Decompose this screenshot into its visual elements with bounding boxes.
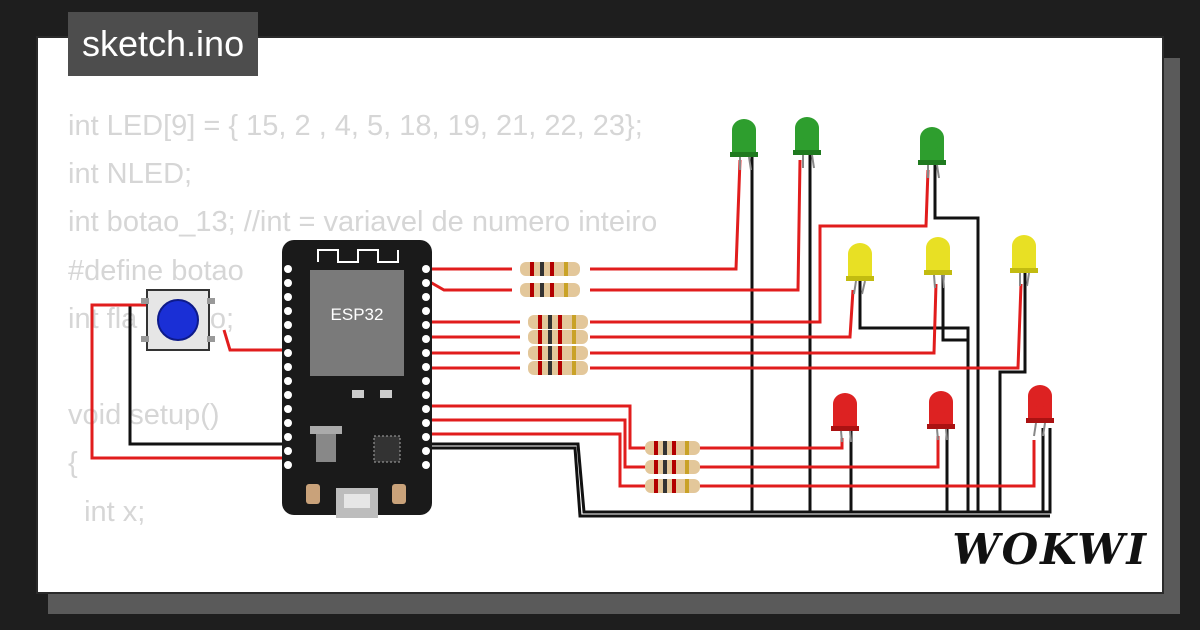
wokwi-logo: WOKWI xyxy=(952,525,1148,574)
file-tab-title: sketch.ino xyxy=(68,12,259,76)
yellow-led-icon xyxy=(846,235,1038,295)
code-line-7: void setup() xyxy=(68,399,220,432)
code-line-1: int LED[9] = { 15, 2 , 4, 5, 18, 19, 21,… xyxy=(68,110,643,142)
red-led-icon xyxy=(831,385,1054,443)
preview-card xyxy=(36,36,1164,594)
esp32-board: ESP32 xyxy=(282,240,432,518)
board-label: ESP32 xyxy=(331,305,384,324)
pushbutton-icon xyxy=(141,289,215,351)
code-line-4: #define botao xyxy=(68,254,244,287)
code-line-8: { xyxy=(68,447,78,480)
ground-wires xyxy=(430,150,1052,518)
code-line-3: int botao_13; //int = variavel de numero… xyxy=(68,206,658,239)
resistor-icon xyxy=(520,262,700,493)
code-line-2: int NLED; xyxy=(68,158,193,191)
signal-wires xyxy=(90,159,1036,488)
code-line-9: int x; xyxy=(68,495,146,528)
green-led-icon xyxy=(730,117,946,179)
